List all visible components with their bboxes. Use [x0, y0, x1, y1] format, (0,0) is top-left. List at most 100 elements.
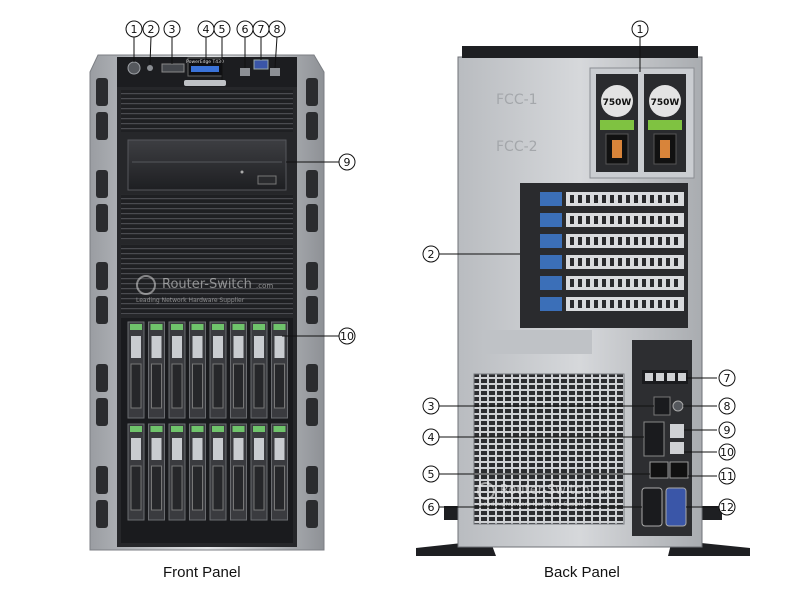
front-right-vents — [306, 78, 318, 528]
back-callout-number: 1 — [637, 23, 644, 36]
front-callout-2: 2 — [142, 20, 160, 38]
drive-bay[interactable] — [250, 423, 268, 521]
vga-connector[interactable] — [665, 487, 687, 527]
usb-port-group — [645, 373, 686, 381]
lcd-screen — [191, 66, 219, 72]
back-callout-number: 8 — [724, 400, 731, 413]
serial-connector[interactable] — [641, 487, 663, 527]
front-watermark-tagline: Leading Network Hardware Supplier — [136, 297, 245, 304]
back-callout-5: 5 — [422, 465, 440, 483]
front-watermark-domain: .com — [256, 282, 273, 290]
psu-2-label: 750W — [651, 98, 680, 108]
back-leaders — [439, 37, 717, 508]
pcie-slot[interactable] — [540, 213, 684, 227]
drive-bay[interactable] — [127, 423, 145, 521]
power-supply-2[interactable]: 750W — [644, 74, 686, 172]
drive-bay[interactable] — [148, 423, 165, 521]
optical-eject-button[interactable] — [257, 175, 277, 185]
front-callout-number: 10 — [340, 330, 354, 343]
front-callout-7: 7 — [252, 20, 270, 38]
front-blank-bay — [121, 244, 293, 314]
front-callout-1: 1 — [125, 20, 143, 38]
drive-bay[interactable] — [209, 423, 227, 521]
front-callout-number: 5 — [219, 23, 226, 36]
back-callout-2: 2 — [422, 245, 440, 263]
front-vent-top — [121, 90, 293, 132]
front-callout-number: 7 — [258, 23, 265, 36]
back-callout-10: 10 — [718, 443, 736, 461]
front-callout-number: 1 — [131, 23, 138, 36]
front-leaders — [133, 36, 339, 337]
back-callout-3: 3 — [422, 397, 440, 415]
back-callout-12: 12 — [718, 498, 736, 516]
drive-bay[interactable] — [127, 321, 145, 419]
psu-1-label: 750W — [603, 98, 632, 108]
front-left-vents — [96, 78, 108, 528]
drive-bay[interactable] — [148, 321, 165, 419]
back-watermark-brand: Router-Switch — [500, 483, 590, 498]
rear-id-button-icon[interactable] — [672, 400, 684, 412]
pcie-slot[interactable] — [540, 276, 684, 290]
drive-bay[interactable] — [189, 321, 206, 419]
front-panel-title: Front Panel — [163, 564, 241, 581]
back-callout-11: 11 — [718, 467, 736, 485]
drive-bay[interactable] — [189, 423, 206, 521]
front-watermark: Router-Switch .com Leading Network Hardw… — [136, 275, 273, 304]
drive-bay[interactable] — [271, 423, 288, 521]
back-left-vent-column — [482, 330, 592, 354]
ethernet-port-2[interactable] — [669, 461, 689, 479]
rear-usb-slot-1[interactable] — [670, 424, 684, 438]
back-callout-number: 7 — [724, 372, 731, 385]
power-button-icon[interactable] — [127, 61, 141, 75]
rear-serial-port[interactable] — [643, 421, 665, 457]
back-watermark-domain: .com — [594, 488, 611, 496]
drive-bay[interactable] — [209, 321, 227, 419]
drive-bay[interactable] — [230, 321, 247, 419]
front-callout-10: 10 — [338, 327, 356, 345]
front-callout-9: 9 — [338, 153, 356, 171]
pcie-slot[interactable] — [540, 192, 684, 206]
front-callout-6: 6 — [236, 20, 254, 38]
back-callout-number: 2 — [428, 248, 435, 261]
drive-bay[interactable] — [250, 321, 268, 419]
fcc2-label: FCC-2 — [496, 139, 538, 155]
drive-bay[interactable] — [271, 321, 288, 419]
front-usb-port-1 — [240, 68, 250, 76]
back-callout-number: 9 — [724, 424, 731, 437]
usb-ports-rear[interactable] — [642, 370, 688, 384]
pcie-slot[interactable] — [540, 234, 684, 248]
pcie-slot[interactable] — [540, 255, 684, 269]
drive-row-1 — [127, 321, 288, 419]
id-button-icon[interactable] — [147, 65, 153, 71]
back-callout-8: 8 — [718, 397, 736, 415]
back-fan-grille — [473, 373, 625, 525]
front-callout-5: 5 — [213, 20, 231, 38]
drive-bay[interactable] — [168, 423, 186, 521]
front-callout-number: 4 — [203, 23, 210, 36]
front-vga-port — [253, 59, 269, 70]
front-usb-port-2 — [270, 68, 280, 76]
back-callout-1: 1 — [631, 20, 649, 38]
fcc1-label: FCC-1 — [496, 92, 538, 108]
back-panel-title: Back Panel — [544, 564, 620, 581]
drive-bay[interactable] — [168, 321, 186, 419]
status-indicator — [161, 63, 185, 73]
drive-bay[interactable] — [230, 423, 247, 521]
front-callout-number: 6 — [242, 23, 249, 36]
front-callout-number: 8 — [274, 23, 281, 36]
optical-led — [240, 170, 244, 174]
back-watermark-tagline: Leading Network Hardware Supplier — [480, 501, 589, 508]
model-label: PowerEdge T430 — [186, 59, 224, 65]
back-callout-number: 4 — [428, 431, 435, 444]
pcie-slot[interactable] — [540, 297, 684, 311]
back-callout-4: 4 — [422, 428, 440, 446]
rear-usb-slot-2[interactable] — [670, 442, 684, 454]
power-supply-1[interactable]: 750W — [596, 74, 638, 172]
back-foot-bar-right — [700, 506, 722, 520]
front-callout-4: 4 — [197, 20, 215, 38]
back-watermark: Router-Switch .com Leading Network Hardw… — [477, 482, 611, 508]
ethernet-port-1[interactable] — [649, 461, 669, 479]
